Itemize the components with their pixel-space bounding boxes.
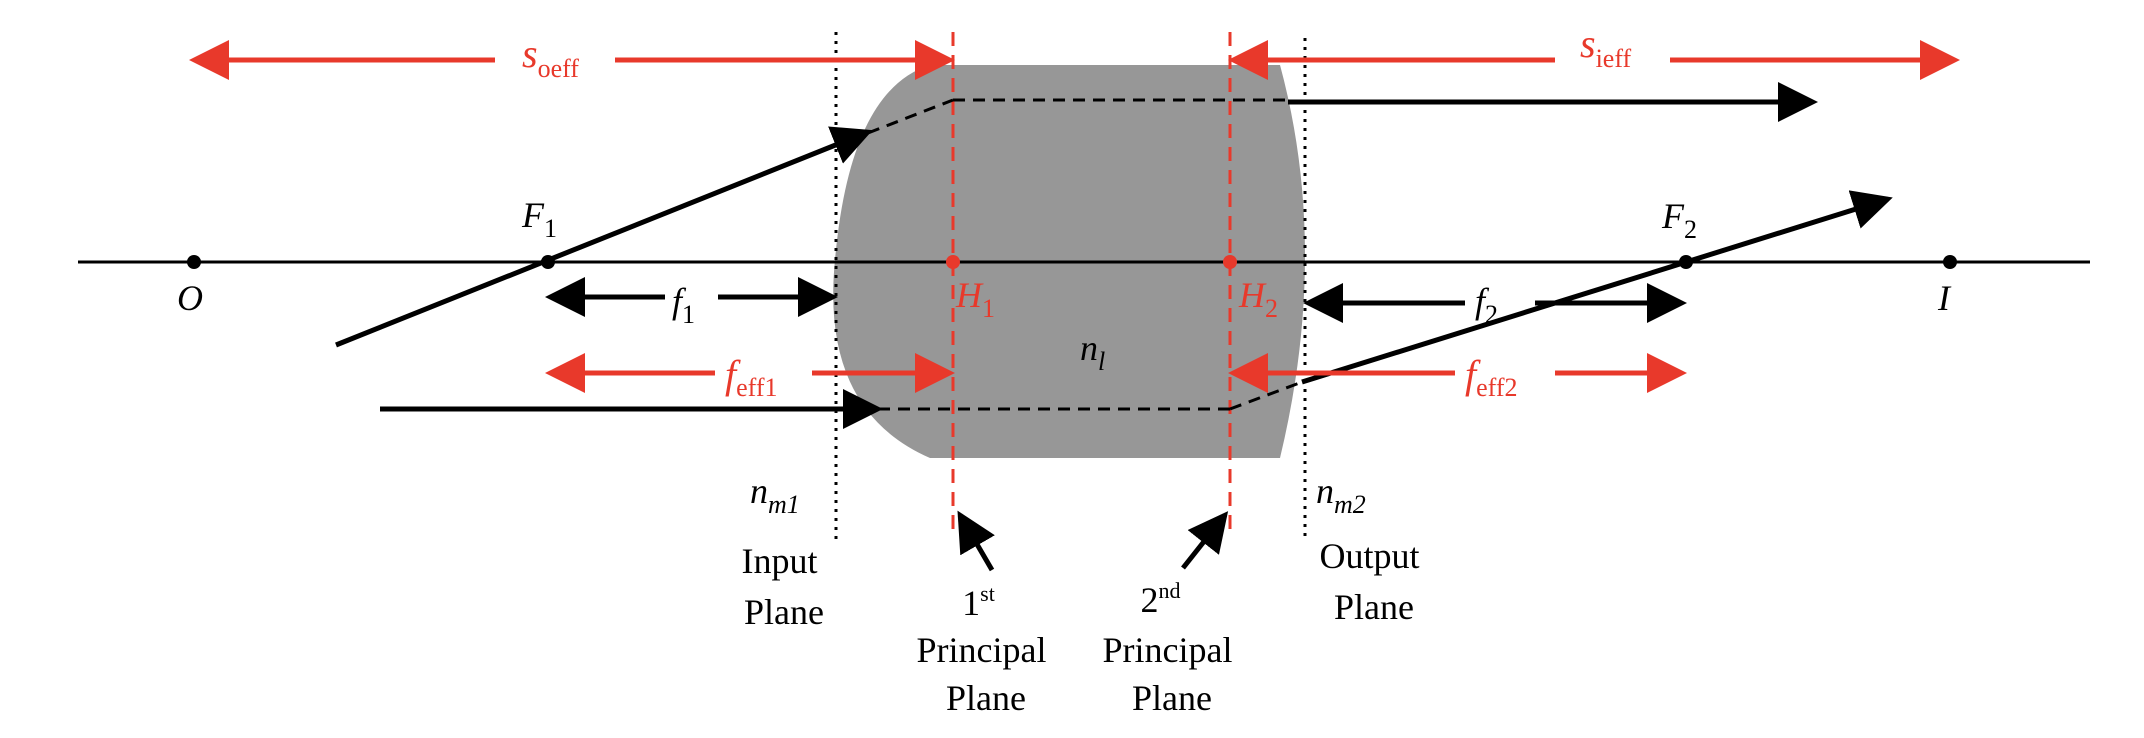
medium-index-1-label: nm1 [750,471,800,519]
ray-1-incident [335,126,873,348]
lens-index-label: nl [1080,328,1105,376]
image-point-label: I [1937,278,1952,318]
second-principal-plane-caption: 2nd Principal Plane [1103,566,1242,718]
focal-length-2-label: f2 [1475,281,1498,329]
object-distance-label: soeff [522,31,579,83]
focal-length-1-label: f1 [672,281,695,329]
image-distance-label: sieff [1580,21,1632,73]
focal-point-2-label: F2 [1661,196,1697,244]
first-principal-plane-pointer [957,510,995,572]
principal-point-2-label: H2 [1238,275,1278,323]
first-principal-plane-caption: 1st Principal Plane [917,569,1056,718]
effective-focal-1-label: feff1 [725,352,778,402]
principal-point-2 [1223,255,1237,269]
focal-point-2 [1679,255,1693,269]
focal-point-1 [541,255,555,269]
ray-1-inside-virtual [867,98,954,135]
second-principal-plane-pointer [1181,511,1229,570]
focal-point-1-label: F1 [521,195,557,243]
object-point [187,255,201,269]
effective-focal-2-label: feff2 [1465,352,1518,402]
image-point [1943,255,1957,269]
object-point-label: O [177,278,203,318]
principal-point-1 [946,255,960,269]
medium-index-2-label: nm2 [1316,471,1366,519]
output-plane-caption: Output Plane [1319,536,1428,627]
input-plane-caption: Input Plane [742,541,827,632]
ray-2-exit [1301,190,1893,385]
ray-2-inside-virtual [1229,380,1303,411]
principal-point-1-label: H1 [955,275,995,323]
